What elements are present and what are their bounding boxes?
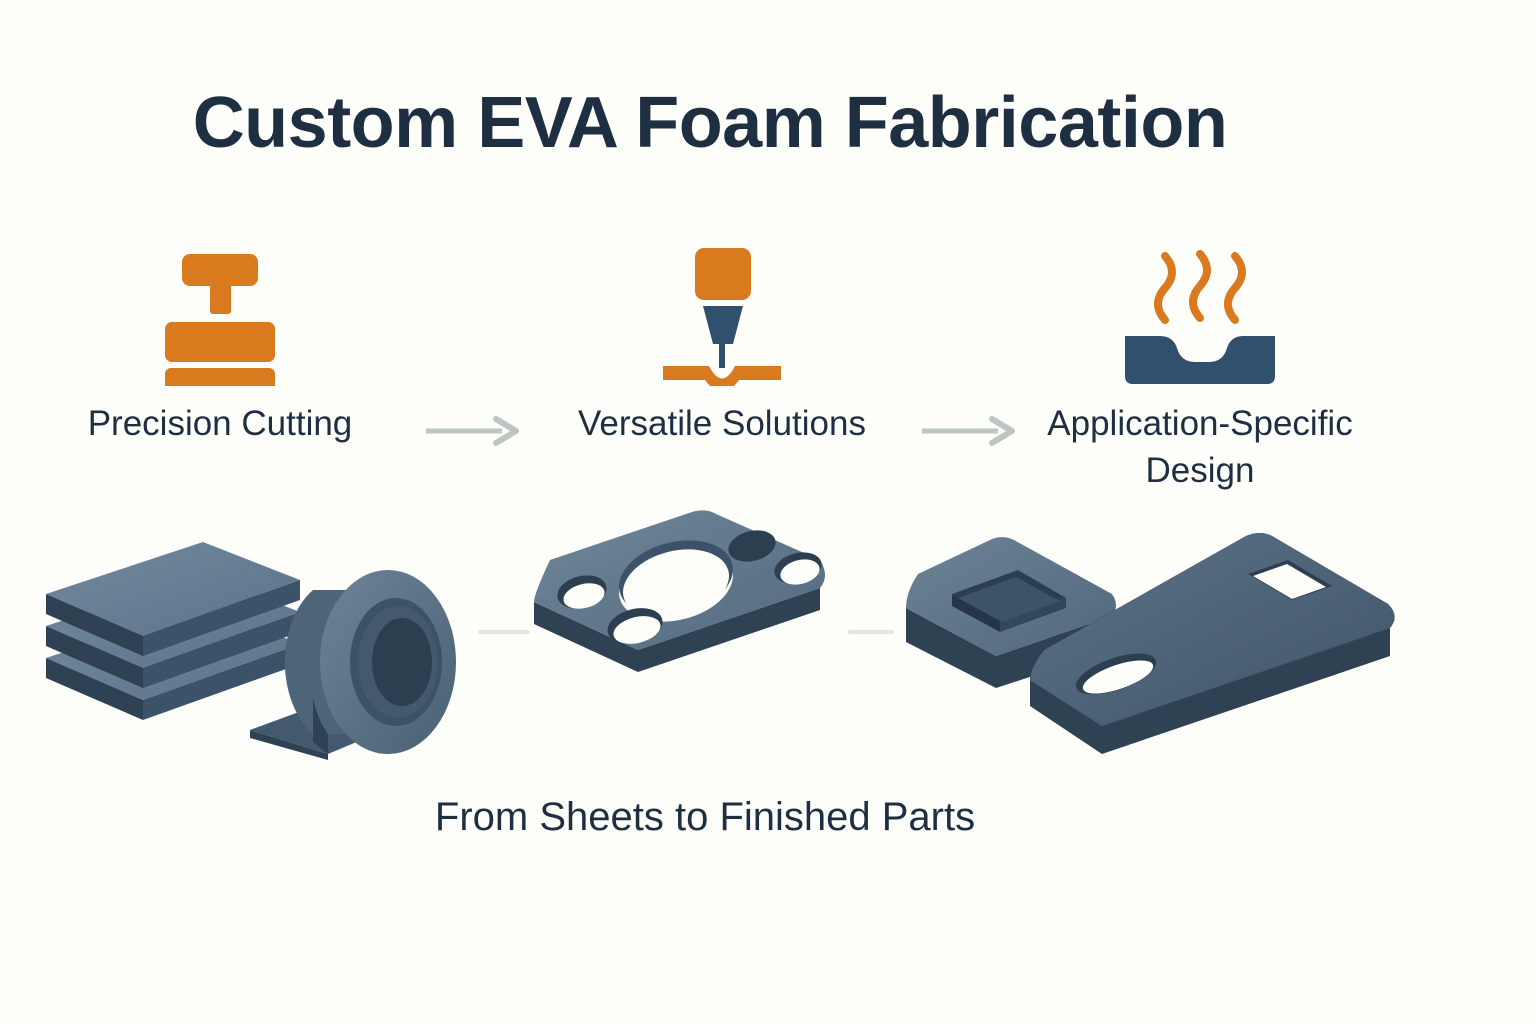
process-steps-row: Precision Cutting — [0, 236, 1536, 506]
foam-sheet-stack — [46, 542, 300, 720]
step-label: Precision Cutting — [87, 404, 353, 443]
step-application-specific-design: Application-Specific Design — [1040, 236, 1360, 495]
slotted-strip — [1030, 533, 1395, 754]
product-illustration-band — [0, 498, 1536, 788]
cnc-cutting-head-icon — [562, 236, 882, 386]
caption-text: From Sheets to Finished Parts — [434, 795, 976, 839]
step-precision-cutting: Precision Cutting — [60, 236, 380, 447]
arrow-right-icon — [424, 416, 524, 446]
connector-line-icon — [478, 630, 530, 634]
gasket-plate-with-holes — [534, 510, 825, 672]
step-label: Application-Specific Design — [1047, 404, 1353, 491]
step-versatile-solutions: Versatile Solutions — [562, 236, 882, 447]
connector-line-icon — [848, 630, 894, 634]
thermoforming-mold-heat-icon — [1040, 236, 1360, 386]
foam-roll — [250, 570, 456, 760]
step-label: Versatile Solutions — [578, 404, 866, 443]
illustration-foam-sheets-and-roll — [28, 498, 498, 768]
illustration-finished-formed-parts — [880, 498, 1410, 768]
arrow-right-icon — [920, 416, 1020, 446]
recessed-tray-block — [906, 537, 1116, 688]
illustration-die-cut-gasket — [520, 498, 850, 683]
page-title: Custom EVA Foam Fabrication — [192, 83, 1228, 163]
die-cutting-press-icon — [60, 236, 380, 386]
